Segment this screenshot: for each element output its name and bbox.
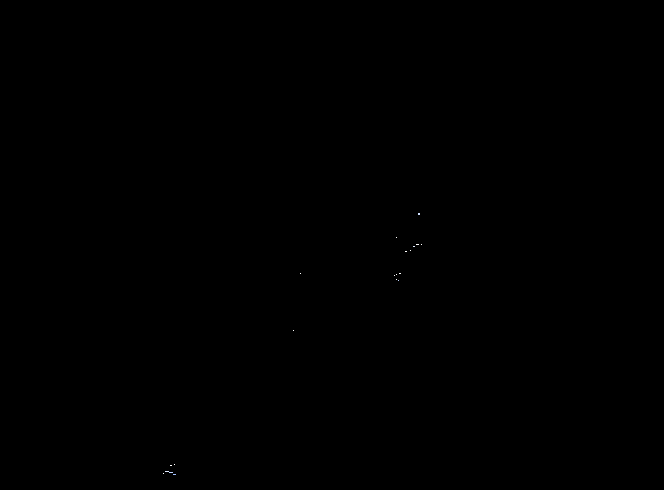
light-speck <box>169 472 173 473</box>
light-speck <box>174 464 175 465</box>
light-speck <box>421 244 422 245</box>
light-speck <box>413 246 415 247</box>
light-speck <box>416 244 419 245</box>
light-speck <box>173 474 176 475</box>
light-speck <box>398 280 399 281</box>
light-speck <box>410 250 411 251</box>
light-speck <box>399 273 401 274</box>
light-speck <box>163 473 164 474</box>
light-speck <box>396 279 397 280</box>
light-speck <box>300 273 301 274</box>
light-speck <box>396 274 397 275</box>
light-speck <box>165 471 169 472</box>
light-speck <box>394 275 395 276</box>
light-speck <box>396 237 397 238</box>
light-speck <box>418 213 420 215</box>
light-speck <box>405 251 407 252</box>
light-speck <box>170 465 172 466</box>
light-speck <box>293 330 294 331</box>
